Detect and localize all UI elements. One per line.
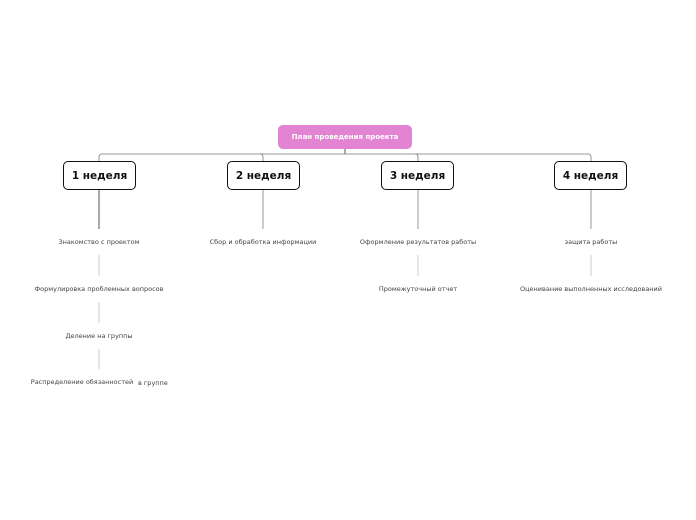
week-drop-3 (414, 153, 419, 161)
task-node[interactable]: защита работы (564, 238, 618, 246)
week-label: 4 неделя (562, 169, 619, 182)
week-label: 2 неделя (235, 169, 292, 182)
task-node[interactable]: Промежуточный отчет (378, 285, 458, 293)
week-node-4[interactable]: 4 неделя (554, 161, 627, 190)
root-node[interactable]: План проведения проекта (278, 125, 412, 149)
week-node-3[interactable]: 3 неделя (381, 161, 454, 190)
week-node-2[interactable]: 2 неделя (227, 161, 300, 190)
task-node[interactable]: Распределение обязанностей (30, 378, 134, 386)
task-node[interactable]: Оформление результатов работы (359, 238, 477, 246)
week-node-1[interactable]: 1 неделя (63, 161, 136, 190)
week-label: 1 неделя (71, 169, 128, 182)
week-drop-2 (259, 153, 264, 161)
task-node[interactable]: Сбор и обработка информации (209, 238, 317, 246)
task-note: в группе (138, 379, 168, 387)
task-node[interactable]: Формулировка проблемных вопросов (34, 285, 164, 293)
task-node[interactable]: Деление на группы (65, 332, 133, 340)
task-node[interactable]: Оценивание выполненных исследований (519, 285, 663, 293)
week-bus (98, 153, 592, 161)
task-node[interactable]: Знакомство с проектом (58, 238, 140, 246)
week-label: 3 неделя (389, 169, 446, 182)
root-title: План проведения проекта (291, 133, 399, 141)
